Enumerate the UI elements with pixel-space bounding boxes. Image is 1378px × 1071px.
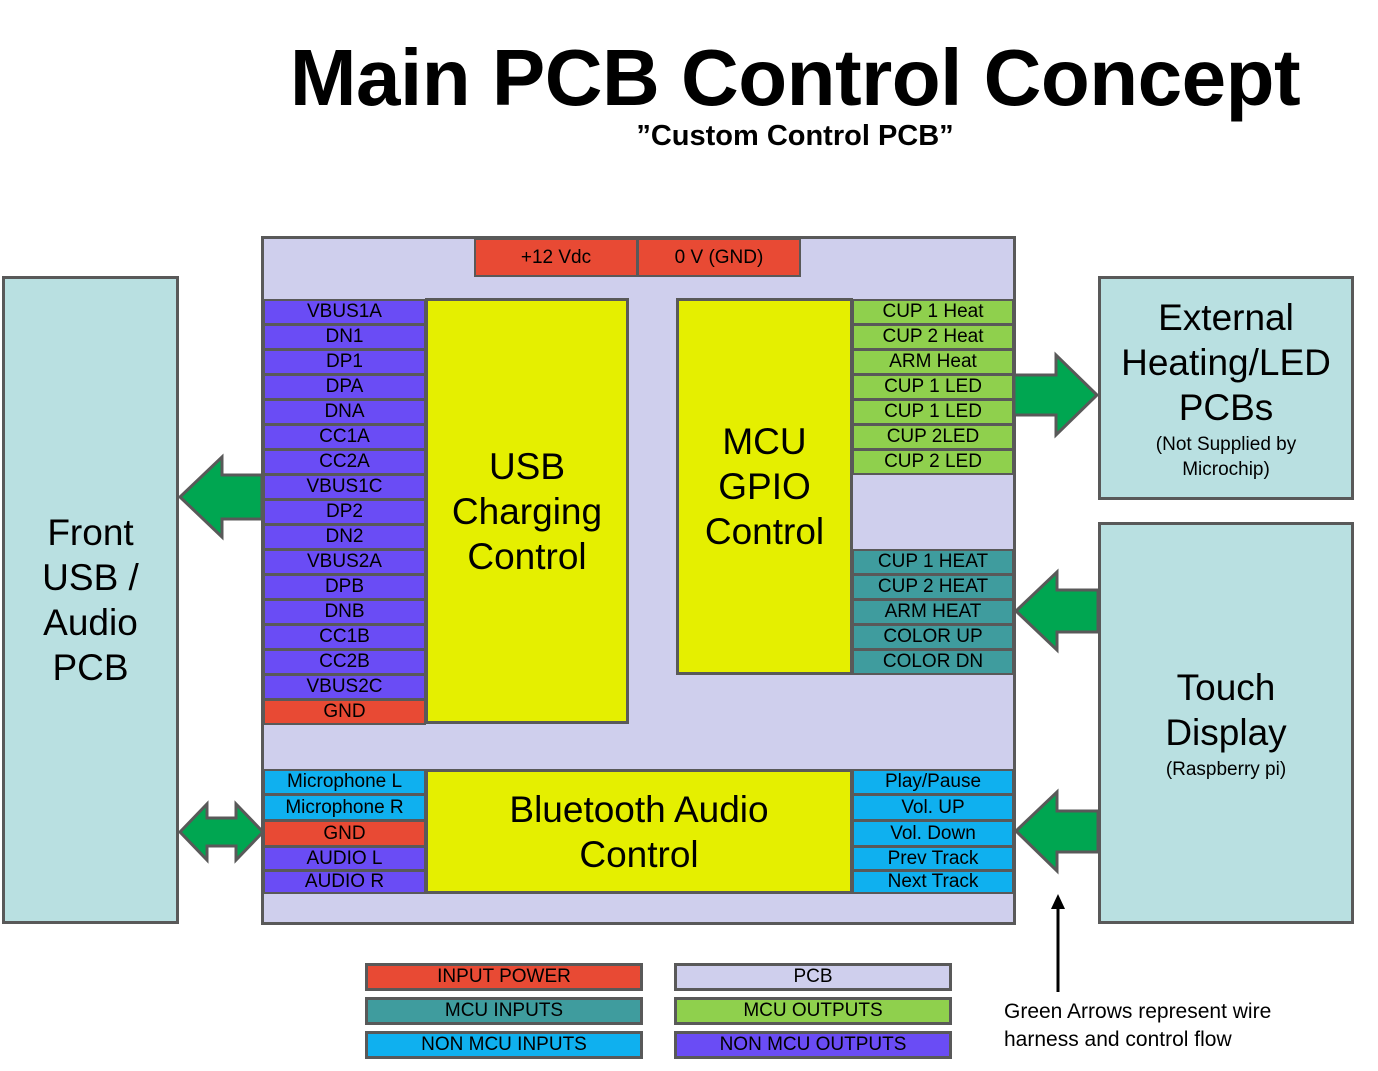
external-heating-led-pcbs: External Heating/LED PCBs (Not Supplied … xyxy=(1098,276,1354,500)
arrow-to-external-pcbs xyxy=(1012,351,1100,439)
legend-item: NON MCU OUTPUTS xyxy=(674,1031,952,1059)
usb-pin: CC1A xyxy=(263,424,426,450)
mcu-gpio-control-block: MCU GPIO Control xyxy=(676,298,853,675)
note-pointer-head xyxy=(1051,894,1065,909)
mcu-output-pin: CUP 2LED xyxy=(852,424,1014,450)
arrow-from-touch-to-mcu xyxy=(1013,568,1100,654)
page-title: Main PCB Control Concept xyxy=(289,33,1301,122)
usb-pin: DNB xyxy=(263,599,426,625)
arrow-note-line: harness and control flow xyxy=(1004,1028,1232,1051)
mcu-input-pin: CUP 2 HEAT xyxy=(852,574,1014,600)
bt-right-pin: Next Track xyxy=(852,870,1014,894)
mcu-block-label-line: MCU xyxy=(722,421,807,462)
external-sublabel-line: Microchip) xyxy=(1182,458,1270,480)
arrow-note: Green Arrows represent wire harness and … xyxy=(1004,998,1364,1054)
mcu-input-pin: COLOR UP xyxy=(852,624,1014,650)
bt-left-pin: Microphone L xyxy=(263,769,426,795)
usb-charging-control-block: USB Charging Control xyxy=(425,298,629,724)
usb-pin: DPB xyxy=(263,574,426,600)
legend-item: INPUT POWER xyxy=(365,963,643,991)
front-pcb-label-line: PCB xyxy=(52,647,129,688)
usb-pin: DN2 xyxy=(263,524,426,550)
bt-right-pin: Play/Pause xyxy=(852,769,1014,795)
mcu-output-pin: CUP 2 LED xyxy=(852,449,1014,475)
legend-item: MCU OUTPUTS xyxy=(674,997,952,1025)
bt-block-label-line: Control xyxy=(579,833,699,875)
external-label-line: External xyxy=(1158,296,1294,338)
usb-pin: VBUS1A xyxy=(263,299,426,325)
mcu-input-pin: COLOR DN xyxy=(852,649,1014,675)
power-pin: 0 V (GND) xyxy=(637,238,801,277)
bt-left-pin: AUDIO R xyxy=(263,870,426,894)
front-pcb-label-line: Front xyxy=(47,512,134,553)
mcu-output-pin: CUP 1 Heat xyxy=(852,299,1014,325)
touch-label-line: Display xyxy=(1165,711,1287,753)
usb-pin: GND xyxy=(263,699,426,725)
mcu-output-pin: CUP 1 LED xyxy=(852,374,1014,400)
usb-pin: DP1 xyxy=(263,349,426,375)
bt-left-pin: GND xyxy=(263,820,426,847)
external-label-line: Heating/LED xyxy=(1121,341,1331,383)
usb-pin: CC2B xyxy=(263,649,426,675)
double-arrow-front-bt xyxy=(177,800,266,864)
bt-right-pin: Vol. UP xyxy=(852,794,1014,821)
usb-block-label-line: Charging xyxy=(451,490,603,532)
bt-block-label-line: Bluetooth Audio xyxy=(509,788,769,830)
mcu-block-label-line: GPIO xyxy=(718,466,811,507)
usb-block-label-line: USB xyxy=(488,445,566,487)
bluetooth-audio-control-block: Bluetooth Audio Control xyxy=(425,769,853,894)
usb-block-label-line: Control xyxy=(467,535,587,577)
legend-item: PCB xyxy=(674,963,952,991)
front-usb-audio-pcb: Front USB / Audio PCB xyxy=(2,276,179,924)
external-sublabel-line: (Not Supplied by xyxy=(1155,433,1297,455)
mcu-output-pin: CUP 2 Heat xyxy=(852,324,1014,350)
legend-item: NON MCU INPUTS xyxy=(365,1031,643,1059)
page-subtitle: ”Custom Control PCB” xyxy=(636,120,954,152)
external-label-line: PCBs xyxy=(1178,386,1274,428)
arrow-note-line: Green Arrows represent wire xyxy=(1004,1000,1272,1023)
touch-label-line: Touch xyxy=(1176,666,1276,708)
arrow-to-front-pcb xyxy=(177,453,264,541)
touch-sublabel: (Raspberry pi) xyxy=(1165,758,1287,780)
bt-left-pin: Microphone R xyxy=(263,794,426,821)
bt-left-pin: AUDIO L xyxy=(263,846,426,871)
arrow-from-touch-to-bt xyxy=(1013,788,1100,875)
front-pcb-label-line: Audio xyxy=(43,602,138,643)
touch-display: Touch Display (Raspberry pi) xyxy=(1098,522,1354,924)
legend-item: MCU INPUTS xyxy=(365,997,643,1025)
front-pcb-label-line: USB / xyxy=(42,557,139,598)
mcu-block-label-line: Control xyxy=(704,511,825,552)
